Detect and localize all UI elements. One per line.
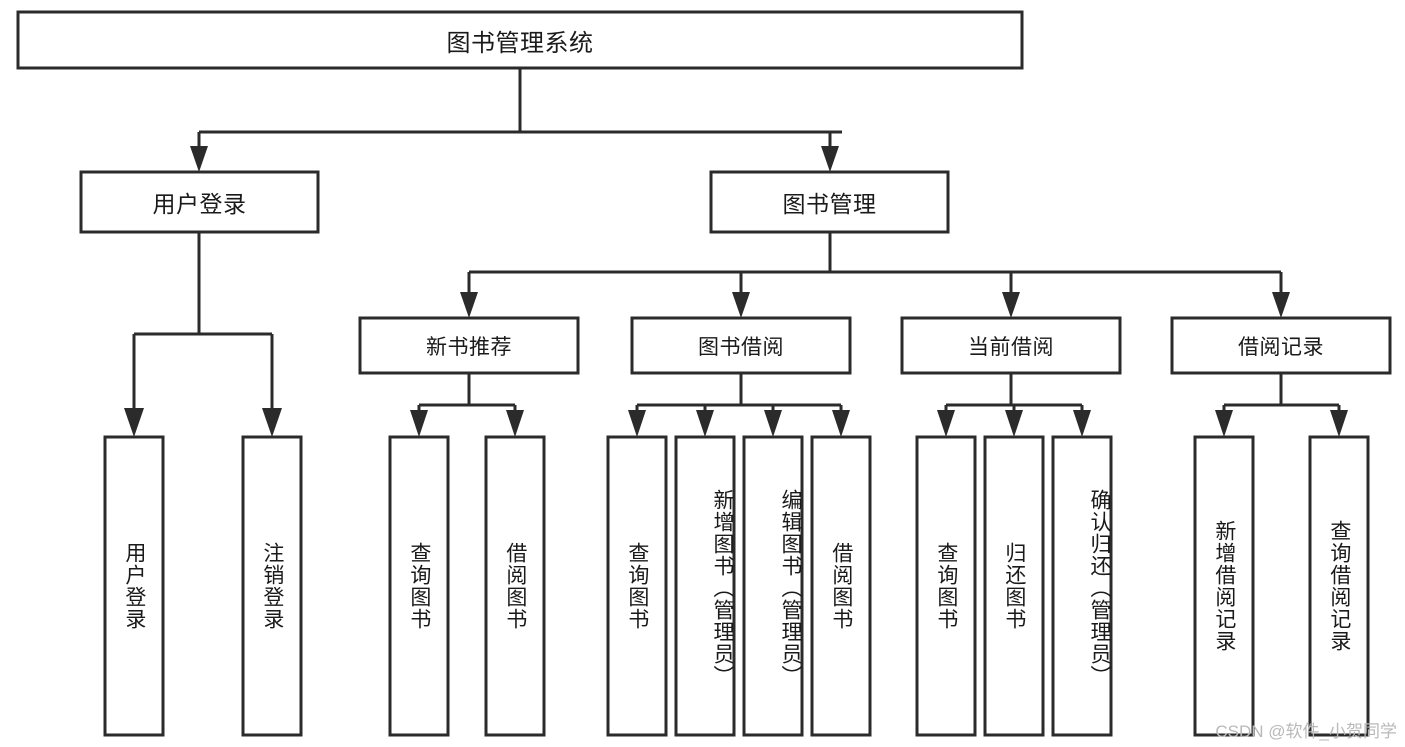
node-box-leaf-new-book-0[interactable] — [388, 435, 450, 737]
arrow-head-icon — [1073, 410, 1091, 437]
node-box-root[interactable] — [16, 10, 1024, 70]
arrow-head-icon — [628, 410, 646, 437]
connector-borrow-record-to-leaves — [1215, 373, 1348, 437]
node-box-new-book-recommend[interactable] — [358, 316, 580, 375]
arrow-head-icon — [696, 410, 714, 437]
node-box-leaf-borrow-record-1[interactable] — [1308, 435, 1370, 737]
node-box-leaf-current-borrow-2[interactable] — [1051, 435, 1113, 737]
connector-user-login-to-leaves — [124, 232, 282, 437]
arrow-head-icon — [764, 410, 782, 437]
arrow-head-icon — [732, 292, 750, 318]
arrow-head-icon — [1215, 410, 1233, 437]
arrow-head-icon — [1005, 410, 1023, 437]
arrow-head-icon — [460, 292, 478, 318]
node-box-book-manage[interactable] — [709, 170, 950, 234]
arrow-head-icon — [190, 146, 208, 172]
node-box-leaf-borrow-record-0[interactable] — [1193, 435, 1255, 737]
node-box-leaf-user-login-0[interactable] — [103, 435, 165, 737]
connector-current-borrow-to-leaves — [937, 373, 1091, 437]
node-box-leaf-book-borrow-0[interactable] — [606, 435, 668, 737]
arrow-head-icon — [937, 410, 955, 437]
node-box-leaf-current-borrow-1[interactable] — [983, 435, 1045, 737]
node-box-user-login[interactable] — [79, 170, 320, 234]
node-box-book-borrow[interactable] — [630, 316, 852, 375]
arrow-head-icon — [832, 410, 850, 437]
arrow-head-icon — [1272, 292, 1290, 318]
node-box-leaf-current-borrow-0[interactable] — [915, 435, 977, 737]
connector-book-borrow-to-leaves — [628, 373, 850, 437]
arrow-head-icon — [821, 146, 839, 172]
node-box-borrow-record[interactable] — [1170, 316, 1392, 375]
connector-book-manage-to-level3 — [460, 232, 1290, 318]
node-box-leaf-book-borrow-1[interactable] — [674, 435, 736, 737]
connector-new-book-recommend-to-leaves — [410, 373, 524, 437]
node-box-leaf-book-borrow-2[interactable] — [742, 435, 804, 737]
arrow-head-icon — [506, 410, 524, 437]
node-box-leaf-book-borrow-3[interactable] — [810, 435, 872, 737]
connector-root-to-level2 — [190, 68, 842, 172]
arrow-head-icon — [124, 408, 144, 437]
arrow-head-icon — [1330, 410, 1348, 437]
arrow-head-icon — [262, 408, 282, 437]
arrow-head-icon — [410, 410, 428, 437]
node-box-current-borrow[interactable] — [900, 316, 1122, 375]
arrow-head-icon — [1002, 292, 1020, 318]
node-box-leaf-new-book-1[interactable] — [484, 435, 546, 737]
node-box-leaf-user-login-1[interactable] — [241, 435, 303, 737]
